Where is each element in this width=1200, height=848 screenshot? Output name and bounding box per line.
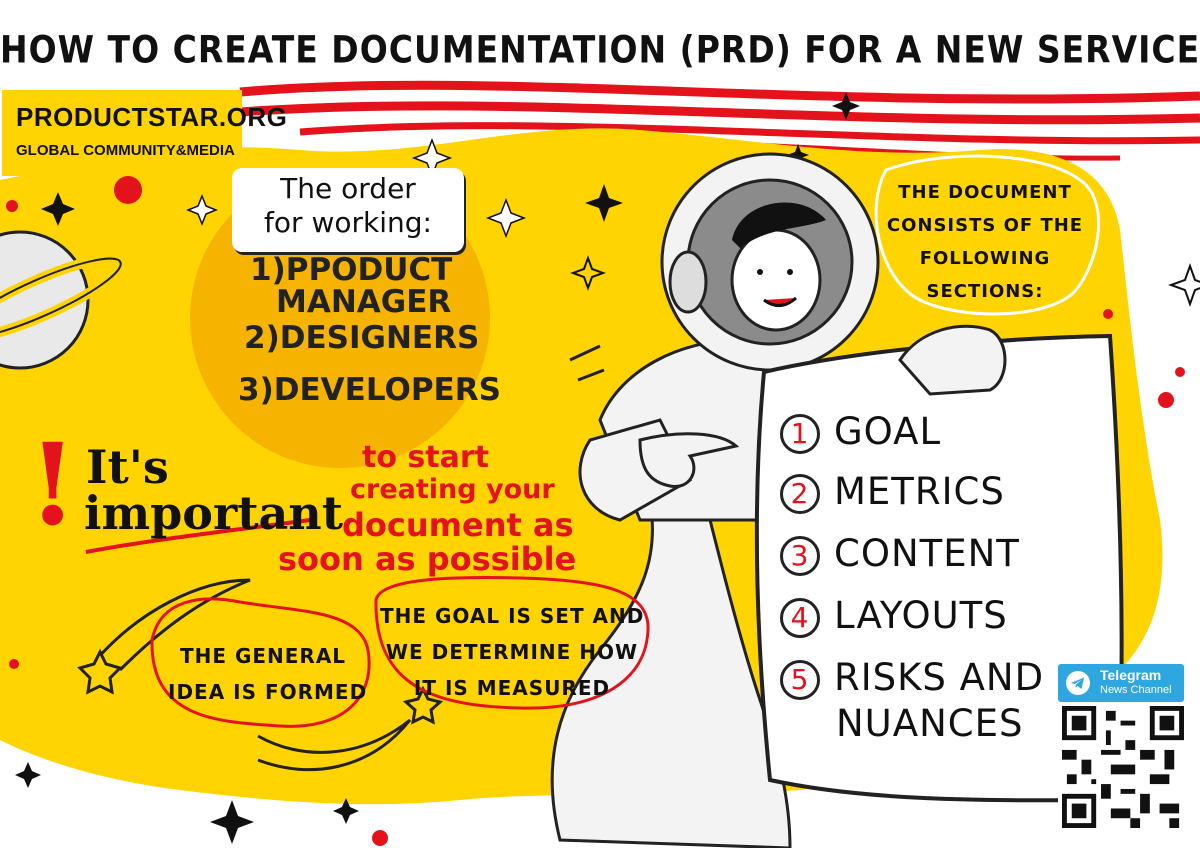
exclamation-mark: ! [28, 420, 78, 551]
its-word: It's [86, 440, 169, 494]
section-number: 5 [780, 659, 820, 700]
telegram-badge[interactable]: Telegram News Channel [1058, 664, 1184, 702]
sections-title-line: SECTIONS: [926, 281, 1044, 302]
qr-code [1062, 706, 1184, 828]
section-number: 2 [780, 473, 820, 514]
brand-name: PRODUCTSTAR.ORG [16, 102, 288, 132]
telegram-icon [1066, 671, 1090, 695]
section-item-2: 2 METRICS [780, 470, 1005, 514]
important-msg-line2: creating your [350, 474, 555, 505]
section-item-1: 1 GOAL [780, 410, 941, 454]
telegram-subtitle: News Channel [1100, 684, 1172, 696]
important-word: important [84, 486, 343, 540]
order-item-1: 1)PPODUCT [250, 252, 453, 288]
bubble-line: THE GOAL IS SET AND [380, 604, 645, 628]
order-item-1-cont: MANAGER [276, 284, 452, 320]
section-label: LAYOUTS [834, 594, 1008, 637]
order-title-line2: for working: [264, 206, 432, 239]
section-number: 3 [780, 535, 820, 576]
important-msg-line3: document as [342, 506, 574, 544]
page-title: HOW TO CREATE DOCUMENTATION (PRD) FOR A … [0, 27, 1200, 72]
section-item-5-cont: NUANCES [836, 702, 1024, 745]
section-number: 1 [780, 413, 820, 454]
bubble-line: IT IS MEASURED [413, 676, 611, 700]
order-item-2: 2)DESIGNERS [244, 320, 480, 356]
telegram-title: Telegram [1100, 667, 1162, 683]
section-label: GOAL [834, 410, 942, 453]
bubble-line: THE GENERAL [179, 644, 347, 668]
bubble-line: IDEA IS FORMED [168, 680, 368, 704]
sections-title-line: FOLLOWING [919, 248, 1051, 269]
section-item-5: 5 RISKS AND [780, 656, 1044, 700]
sections-title-line: THE DOCUMENT [898, 182, 1072, 203]
order-label-box [232, 168, 464, 252]
important-msg-line1: to start [362, 440, 489, 475]
sections-title: THE DOCUMENT CONSISTS OF THE FOLLOWING S… [880, 176, 1090, 308]
brand-tagline: GLOBAL COMMUNITY&MEDIA [16, 142, 235, 159]
section-item-3: 3 CONTENT [780, 532, 1020, 576]
sections-title-line: CONSISTS OF THE [886, 215, 1084, 236]
important-msg-line4: soon as possible [278, 540, 577, 578]
goal-set-bubble: THE GOAL IS SET AND WE DETERMINE HOW IT … [380, 598, 644, 706]
brand-badge[interactable]: PRODUCTSTAR.ORG GLOBAL COMMUNITY&MEDIA [2, 90, 287, 176]
bubble-line: WE DETERMINE HOW [385, 640, 639, 664]
order-item-3: 3)DEVELOPERS [238, 372, 501, 408]
section-label: METRICS [834, 470, 1005, 513]
section-label: RISKS AND [834, 656, 1045, 699]
section-item-4: 4 LAYOUTS [780, 594, 1008, 638]
general-idea-bubble: THE GENERAL IDEA IS FORMED [168, 638, 368, 710]
section-label: CONTENT [834, 532, 1020, 575]
order-title-line1: The order [280, 172, 416, 205]
section-number: 4 [780, 597, 820, 638]
